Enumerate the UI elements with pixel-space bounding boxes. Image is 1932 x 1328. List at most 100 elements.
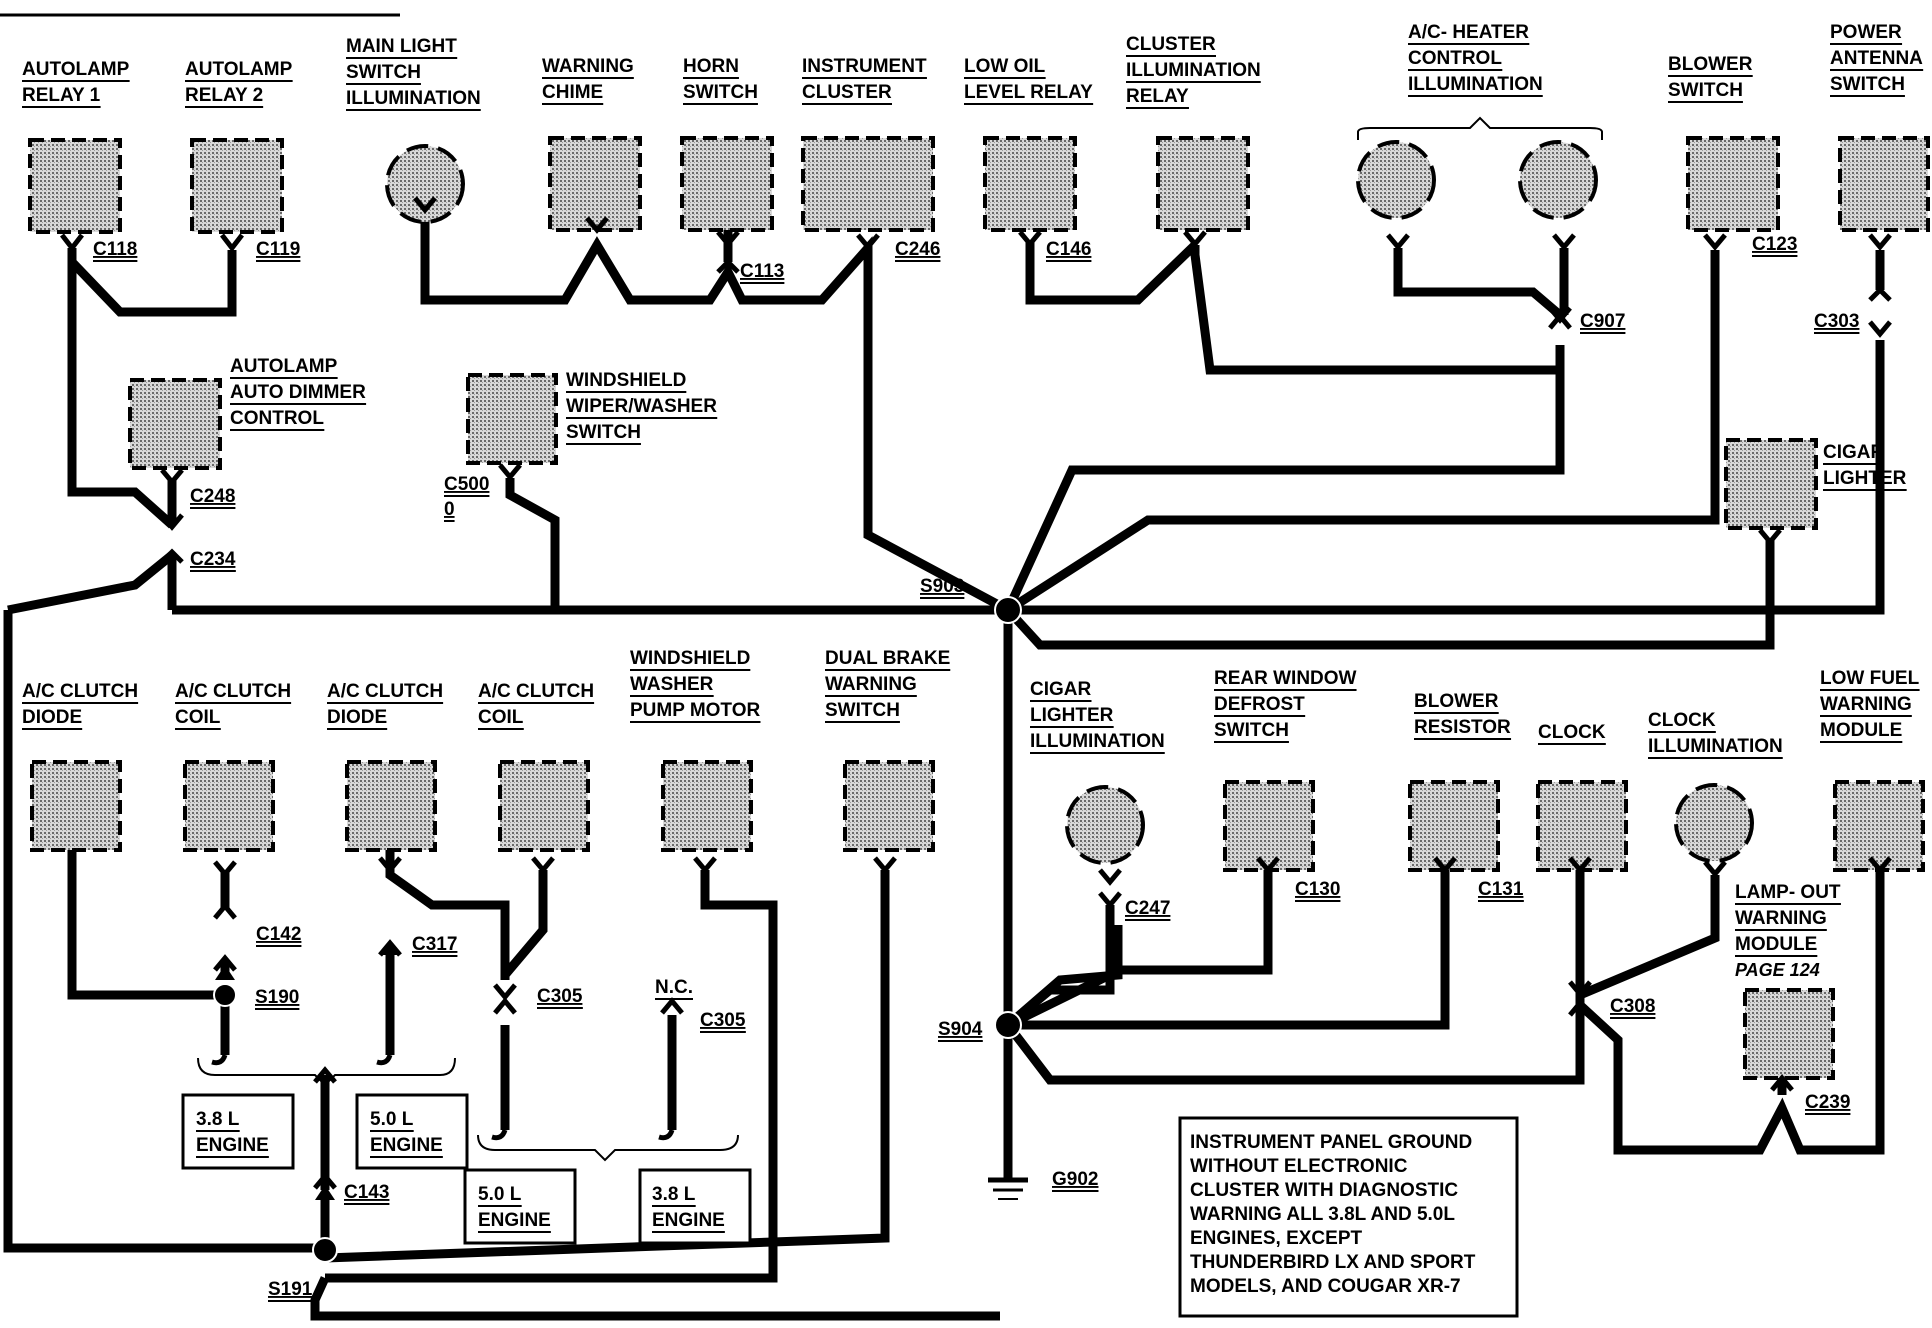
wires — [3, 210, 1885, 1321]
svg-text:C317: C317 — [412, 934, 457, 955]
s190-splice — [213, 983, 237, 1007]
ac-heater-lamp-1 — [1356, 140, 1436, 220]
svg-text:C907: C907 — [1580, 311, 1625, 332]
dual-brake-switch-box — [843, 760, 935, 852]
auto-dimmer-box — [128, 378, 222, 470]
instrument-cluster-box — [801, 136, 935, 232]
svg-text:C247: C247 — [1125, 898, 1170, 919]
warning-chime-box — [548, 136, 642, 232]
ac-heater-brace — [1357, 116, 1603, 140]
ac-clutch-coil-2-box — [498, 760, 590, 852]
low-fuel-module-box — [1833, 780, 1925, 872]
s904-splice — [994, 1011, 1022, 1039]
svg-text:C143: C143 — [344, 1182, 389, 1203]
arrowheads — [215, 940, 400, 1200]
svg-text:S904: S904 — [938, 1019, 983, 1040]
ac-clutch-diode-2-box — [345, 760, 437, 852]
svg-text:C308: C308 — [1610, 996, 1655, 1017]
svg-text:N.C.: N.C. — [655, 977, 693, 998]
cigar-lighter-box — [1724, 438, 1818, 530]
svg-text:C234: C234 — [190, 549, 236, 570]
autolamp-relay-1-box — [28, 138, 122, 234]
cigar-lighter-illum-lamp — [1065, 785, 1145, 865]
svg-text:S903: S903 — [920, 576, 964, 597]
svg-text:S191: S191 — [268, 1279, 313, 1300]
s191-splice — [312, 1237, 338, 1263]
low-oil-relay-box — [983, 136, 1077, 232]
ac-clutch-coil-1-box — [183, 760, 275, 852]
clock-box — [1536, 780, 1628, 872]
blower-resistor-box — [1408, 780, 1500, 872]
svg-text:C303: C303 — [1814, 311, 1859, 332]
s903-splice — [994, 596, 1022, 624]
svg-text:C113: C113 — [740, 261, 784, 282]
engine-brace-1 — [197, 1057, 456, 1087]
blower-switch-box — [1686, 136, 1780, 232]
svg-text:C500: C500 — [444, 474, 489, 495]
svg-text:C239: C239 — [1805, 1092, 1850, 1113]
svg-text:INSTRUMENT PANEL GROUND: INSTRUMENT PANEL GROUND WITHOUT ELECTRON… — [1190, 1132, 1481, 1297]
svg-text:CLOCK: CLOCK — [1538, 722, 1606, 743]
svg-text:C118: C118 — [93, 239, 137, 260]
horn-switch-box — [680, 136, 774, 232]
note-box — [1178, 1116, 1519, 1318]
washer-pump-box — [661, 760, 753, 852]
ground-symbol — [988, 1177, 1028, 1200]
svg-text:0: 0 — [444, 499, 455, 520]
power-antenna-box — [1838, 136, 1930, 232]
lamp-out-module-box — [1743, 988, 1835, 1080]
components — [28, 136, 1930, 1080]
ac-heater-lamp-2 — [1518, 140, 1598, 220]
svg-text:S190: S190 — [255, 987, 299, 1008]
svg-text:C305: C305 — [700, 1010, 746, 1031]
clock-illum-lamp — [1674, 783, 1754, 863]
svg-text:C305: C305 — [537, 986, 583, 1007]
wiper-washer-switch-box — [466, 373, 558, 465]
autolamp-relay-2-box — [190, 138, 284, 234]
svg-text:C142: C142 — [256, 924, 301, 945]
svg-text:C123: C123 — [1752, 234, 1797, 255]
engine-brace-2 — [477, 1134, 739, 1162]
svg-text:C130: C130 — [1295, 879, 1340, 900]
cluster-illum-relay-box — [1156, 136, 1250, 232]
svg-text:C246: C246 — [895, 239, 940, 260]
svg-text:G902: G902 — [1052, 1169, 1098, 1190]
main-light-switch-lamp — [385, 144, 465, 224]
svg-text:C119: C119 — [256, 239, 300, 260]
svg-text:C248: C248 — [190, 486, 235, 507]
rear-defrost-switch-box — [1223, 780, 1315, 872]
ac-clutch-diode-1-box — [30, 760, 122, 852]
